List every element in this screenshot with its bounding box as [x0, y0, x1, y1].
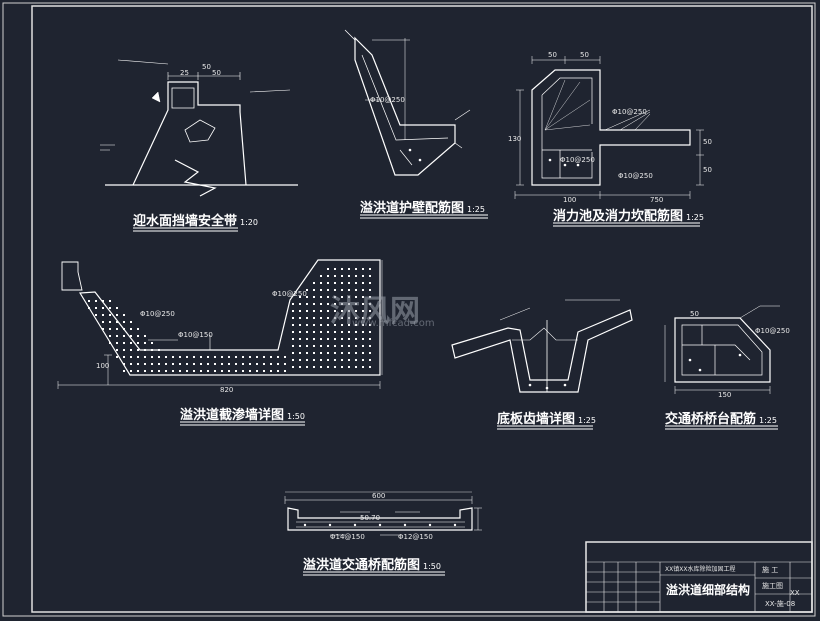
detail-bridge-rebar	[284, 491, 482, 536]
rebar-label: Φ10@250	[560, 156, 595, 164]
dim-label: 130	[508, 135, 522, 143]
title-text: 溢洪道截渗墙详图	[180, 408, 285, 423]
title-underlines	[133, 214, 778, 576]
title-scale: 1:25	[578, 416, 596, 425]
detail-spillway-wall-rebar	[344, 29, 471, 176]
dim-label: 50	[690, 310, 699, 318]
title-text: 溢洪道护壁配筋图	[360, 201, 465, 216]
title-scale: 1:25	[467, 205, 485, 214]
title-text: 交通桥桥台配筋	[665, 412, 757, 427]
dim-label: 50	[202, 63, 211, 71]
dim-label: 50	[580, 51, 589, 59]
title-scale: 1:50	[423, 562, 441, 571]
title-block-frame	[585, 541, 813, 613]
tb-label-1: 施 工	[762, 566, 779, 574]
dim-label: 50	[703, 166, 712, 174]
detail-wall-safety-belt	[100, 59, 298, 197]
inner-border	[31, 5, 813, 613]
rebar-label: Φ10@250	[618, 172, 653, 180]
watermark-logo: 沐风网	[330, 294, 420, 329]
title-text: 消力池及消力坎配筋图	[553, 209, 684, 224]
dim-label: 100	[563, 196, 577, 204]
dim-label: 750	[650, 196, 664, 204]
title-scale: 1:25	[759, 416, 777, 425]
title-text: 溢洪道交通桥配筋图	[303, 558, 421, 573]
rebar-dots	[303, 148, 742, 527]
detail-bridge-abutment	[664, 305, 780, 394]
rebar-label: Φ10@250	[370, 96, 405, 104]
rebar-label: Φ10@250	[140, 310, 175, 318]
dim-label: 100	[96, 362, 110, 370]
title-text: 底板齿墙详图	[497, 412, 576, 427]
dim-label: 50	[212, 69, 221, 77]
rebar-label: Φ14@150	[330, 533, 365, 541]
detail-stilling-basin-rebar	[514, 56, 704, 199]
cutoff-wall-hatch	[88, 268, 371, 372]
dim-label: 50	[703, 138, 712, 146]
rebar-label: Φ10@250	[755, 327, 790, 335]
tb-label-3: XX	[790, 589, 800, 597]
tb-label-2: 施工图	[762, 582, 783, 590]
dim-label: 600	[372, 492, 386, 500]
tb-drawing-no: XX-施-08	[765, 600, 796, 608]
watermark-url: www.mfcad.com	[352, 318, 435, 329]
dim-label: 150	[718, 391, 732, 399]
dim-label: 25	[180, 69, 189, 77]
title-scale: 1:50	[287, 412, 305, 421]
rebar-label: Φ12@150	[398, 533, 433, 541]
dim-label: 50	[548, 51, 557, 59]
dim-label: 50.70	[360, 514, 381, 522]
tb-project: XX镇XX水库除险加固工程	[665, 566, 736, 573]
rebar-label: Φ10@250	[272, 290, 307, 298]
dim-label: 820	[220, 386, 234, 394]
tb-drawing-title: 溢洪道细部结构	[666, 583, 751, 597]
detail-toe-wall	[451, 299, 633, 393]
rebar-label: Φ10@150	[178, 331, 213, 339]
rebar-label: Φ10@250	[612, 108, 647, 116]
title-scale: 1:25	[686, 213, 704, 222]
title-scale: 1:20	[240, 218, 258, 227]
title-text: 迎水面挡墙安全带	[133, 214, 238, 229]
